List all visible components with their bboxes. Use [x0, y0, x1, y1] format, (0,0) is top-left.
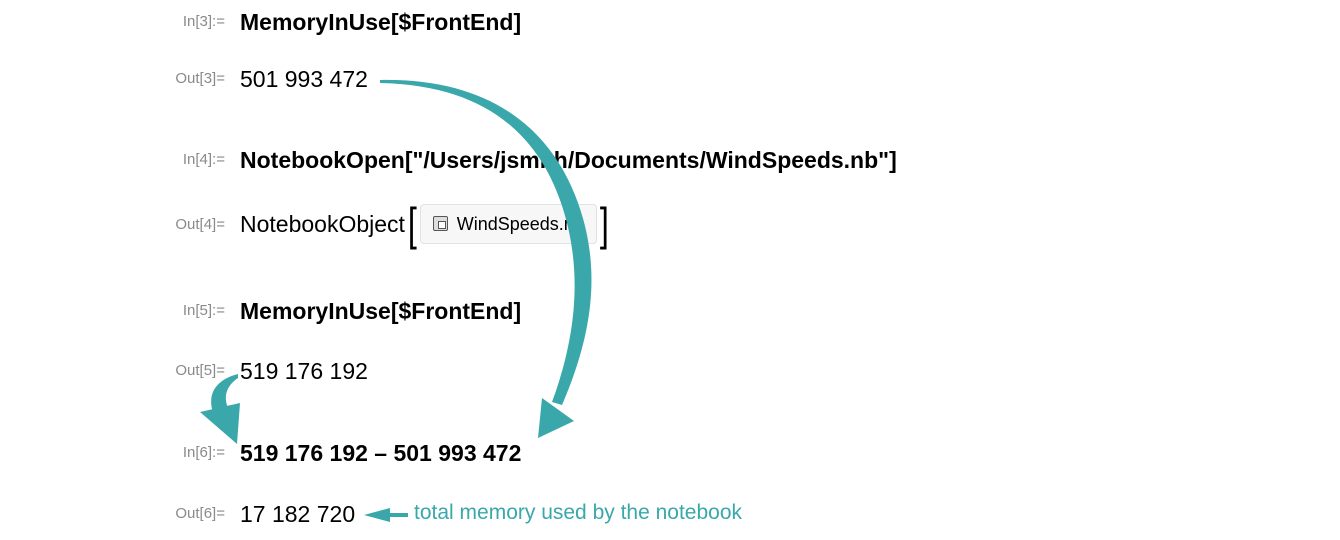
- output-value: 519 176 192: [240, 358, 368, 384]
- notebook-object-head: NotebookObject: [240, 210, 405, 237]
- big-curved-arrow: [380, 79, 592, 405]
- close-bracket: ]: [599, 198, 609, 250]
- cell-label: Out[3]=: [175, 70, 225, 87]
- small-arrow-head: [200, 403, 240, 444]
- cell-label: In[5]:=: [182, 302, 225, 319]
- input-code[interactable]: MemoryInUse[$FrontEnd]: [240, 9, 522, 35]
- input-code[interactable]: MemoryInUse[$FrontEnd]: [240, 298, 522, 324]
- notebook-chip-label: WindSpeeds.nb: [456, 213, 584, 234]
- big-arrow-head: [538, 398, 574, 438]
- cell-label: In[6]:=: [182, 444, 225, 461]
- pointer-arrow-shaft: [384, 513, 408, 517]
- input-code[interactable]: 519 176 192 – 501 993 472: [240, 440, 522, 466]
- notebook-icon: [432, 216, 449, 232]
- cell-label: Out[6]=: [175, 505, 225, 522]
- output-value: 17 182 720: [240, 501, 356, 527]
- small-curved-arrow: [211, 374, 238, 418]
- open-bracket: [: [407, 198, 417, 250]
- output-value: 501 993 472: [240, 66, 368, 92]
- cell-label: Out[4]=: [175, 216, 225, 233]
- cell-label: In[4]:=: [182, 151, 225, 168]
- pointer-arrow-head: [364, 508, 390, 522]
- annotation-text: total memory used by the notebook: [414, 501, 743, 524]
- input-code[interactable]: NotebookOpen["/Users/jsmith/Documents/Wi…: [240, 147, 897, 173]
- cell-label: In[3]:=: [182, 13, 225, 30]
- cell-label: Out[5]=: [175, 362, 225, 379]
